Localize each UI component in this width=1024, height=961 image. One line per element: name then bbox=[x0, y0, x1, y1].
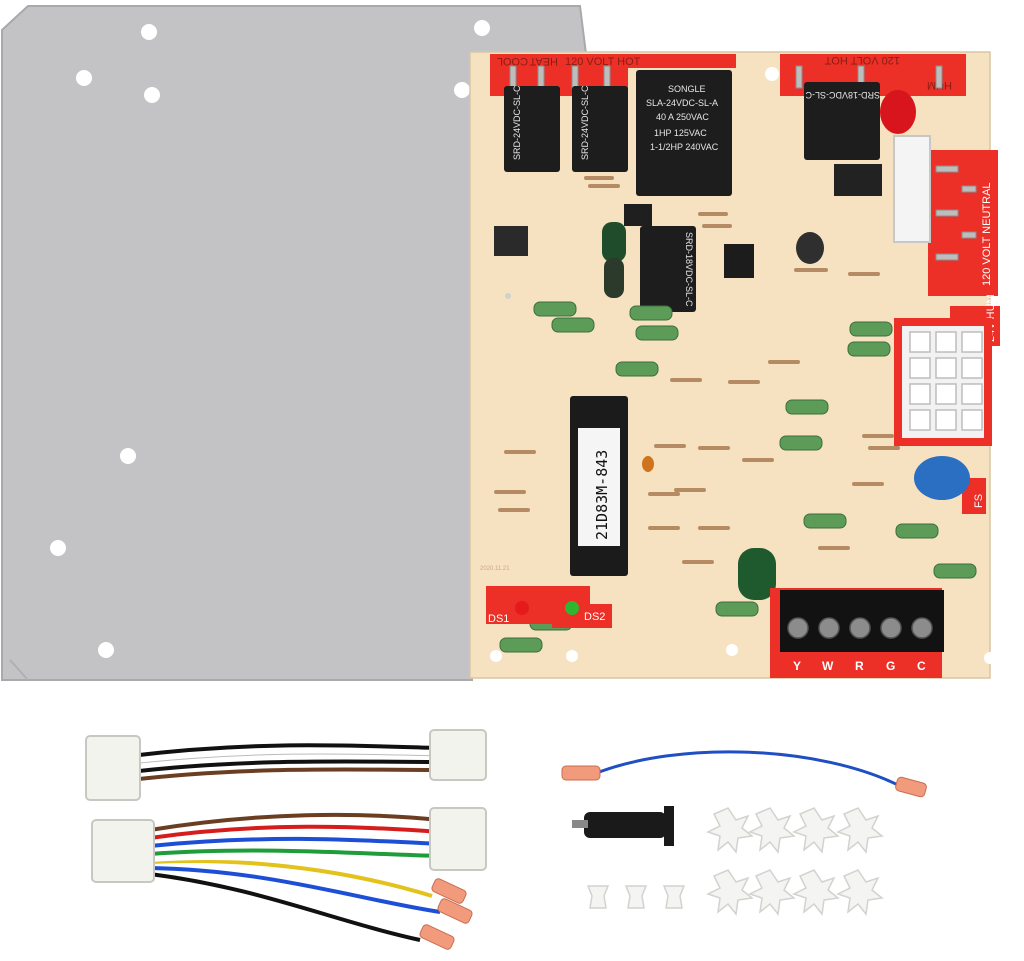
relay-cool: SRD-24VDC-SL-C bbox=[504, 85, 560, 172]
plate-hole bbox=[474, 20, 490, 36]
terminal-r: R bbox=[855, 659, 864, 673]
jumper-wire bbox=[561, 750, 927, 798]
wire-harness-4pin bbox=[85, 729, 487, 801]
relay-main: SONGLE SLA-24VDC-SL-A 40 A 250VAC 1HP 12… bbox=[636, 70, 732, 196]
fuse-holder bbox=[572, 806, 674, 846]
svg-text:SRD-18VDC-SL-C: SRD-18VDC-SL-C bbox=[805, 90, 880, 100]
svg-text:SRD-18VDC-SL-C: SRD-18VDC-SL-C bbox=[684, 232, 694, 307]
terminal-g: G bbox=[886, 659, 895, 673]
label-120v-hot-right: 120 VOLT HOT bbox=[824, 54, 900, 66]
svg-text:SRD-24VDC-SL-C: SRD-24VDC-SL-C bbox=[512, 85, 522, 160]
plate-hole bbox=[76, 70, 92, 86]
wire-harness-multicolor bbox=[91, 807, 487, 950]
terminal-c: C bbox=[917, 659, 926, 673]
plate-hole bbox=[98, 642, 114, 658]
label-120v-neutral: 120 VOLT NEUTRAL bbox=[981, 182, 993, 286]
label-ds2: DS2 bbox=[584, 611, 605, 623]
microcontroller-chip: 21D83M-843 bbox=[570, 396, 628, 576]
svg-text:1HP 125VAC: 1HP 125VAC bbox=[654, 128, 707, 138]
plate-hole bbox=[141, 24, 157, 40]
terminal-w: W bbox=[822, 659, 834, 673]
plastic-standoffs bbox=[586, 807, 884, 916]
plate-hole bbox=[144, 87, 160, 103]
date-code: 2020.11.21 bbox=[480, 566, 510, 572]
svg-text:40 A 250VAC: 40 A 250VAC bbox=[656, 112, 709, 122]
led-red bbox=[515, 601, 529, 615]
label-120v-hot-left: 120 VOLT HOT bbox=[565, 56, 641, 68]
svg-text:SONGLE: SONGLE bbox=[668, 84, 706, 94]
relay-hot: SRD-18VDC-SL-C bbox=[804, 82, 880, 160]
thermostat-terminal-block: Y W R G C bbox=[770, 588, 944, 678]
relay-small-center: SRD-18VDC-SL-C bbox=[640, 226, 696, 312]
terminal-y: Y bbox=[793, 659, 801, 673]
plate-hole bbox=[120, 448, 136, 464]
pad-ds2 bbox=[552, 604, 612, 628]
svg-text:21D83M-843: 21D83M-843 bbox=[593, 450, 611, 540]
label-cool: COOL bbox=[497, 55, 528, 67]
label-fs: FS bbox=[973, 494, 985, 508]
pad-right-neutral bbox=[928, 150, 998, 296]
plate-hole bbox=[50, 540, 66, 556]
control-board: COOL HEAT 120 VOLT HOT 120 VOLT HOT HUM … bbox=[469, 51, 1000, 679]
svg-text:SLA-24VDC-SL-A: SLA-24VDC-SL-A bbox=[646, 98, 718, 108]
plate-hole bbox=[454, 82, 470, 98]
pad-top-mid bbox=[556, 54, 736, 68]
svg-text:1-1/2HP 240VAC: 1-1/2HP 240VAC bbox=[650, 142, 719, 152]
label-heat: HEAT bbox=[529, 55, 558, 67]
label-ds1: DS1 bbox=[488, 613, 509, 625]
svg-text:SRD-24VDC-SL-C: SRD-24VDC-SL-C bbox=[580, 85, 590, 160]
relay-heat: SRD-24VDC-SL-C bbox=[572, 85, 628, 172]
led-green bbox=[565, 601, 579, 615]
